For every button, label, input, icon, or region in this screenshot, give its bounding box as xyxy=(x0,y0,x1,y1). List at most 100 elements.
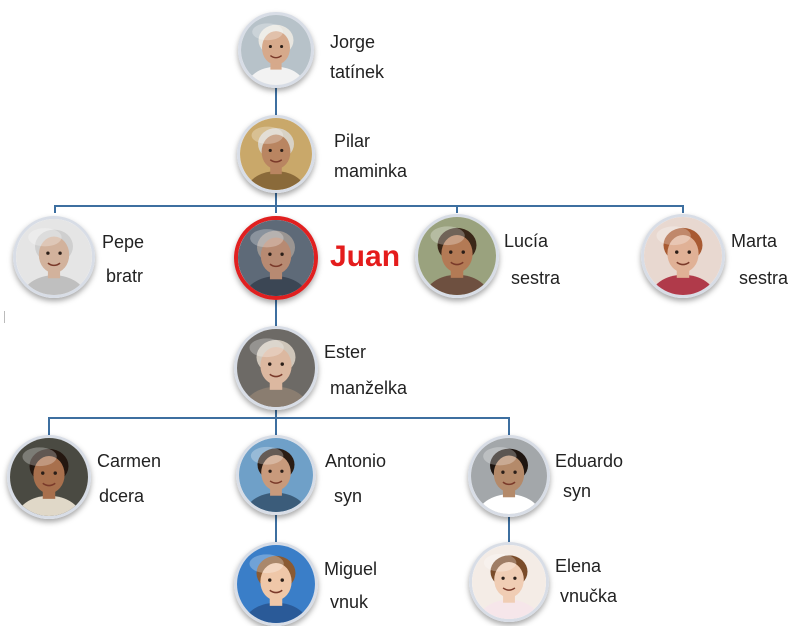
name-elena: Elena xyxy=(555,556,602,576)
portrait-shoulders xyxy=(244,276,308,296)
portrait-mouth xyxy=(269,55,283,59)
relation-ester: manželka xyxy=(330,378,408,398)
children-bar xyxy=(48,417,510,419)
tick-marta xyxy=(682,205,684,213)
portrait-pepe xyxy=(16,219,92,295)
portrait-gloss xyxy=(656,226,691,246)
relation-jorge: tatínek xyxy=(330,62,385,82)
photo-pepe xyxy=(13,216,95,298)
portrait-left-eye xyxy=(501,470,505,474)
portrait-marta xyxy=(644,217,722,295)
portrait-right-eye xyxy=(280,252,284,256)
portrait-face xyxy=(260,237,292,274)
portrait-antonio xyxy=(239,438,313,512)
portrait-mouth xyxy=(269,589,283,594)
portrait-ester xyxy=(237,329,315,407)
portrait-shoulders xyxy=(243,602,309,623)
photo-ester xyxy=(234,326,318,410)
portrait-right-eye xyxy=(280,469,284,473)
portrait-left-eye xyxy=(46,251,50,255)
portrait-face xyxy=(667,234,699,273)
relation-elena: vnučka xyxy=(560,586,618,606)
portrait-shoulders xyxy=(246,171,306,190)
portrait-left-eye xyxy=(268,469,272,473)
connector-pilar-siblings xyxy=(275,190,277,206)
portrait-face xyxy=(260,562,292,601)
relation-carmen: dcera xyxy=(99,486,145,506)
name-pepe: Pepe xyxy=(102,232,145,252)
portrait-gloss xyxy=(250,446,284,465)
photo-elena xyxy=(469,542,549,622)
portrait-shoulders xyxy=(16,495,82,516)
portrait-mouth xyxy=(269,373,283,378)
name-jorge: Jorge xyxy=(330,32,376,52)
photo-carmen xyxy=(7,435,91,519)
portrait-left-eye xyxy=(268,362,272,366)
connector-jorge-pilar xyxy=(275,86,277,116)
portrait-miguel xyxy=(237,545,315,623)
portrait-left-eye xyxy=(501,576,505,580)
portrait-shoulders xyxy=(246,66,306,85)
portrait-gloss xyxy=(252,23,283,41)
name-marta: Marta xyxy=(731,231,778,251)
portrait-gloss xyxy=(483,553,517,572)
photo-marta xyxy=(641,214,725,298)
tick-juan xyxy=(275,205,277,213)
portrait-face xyxy=(33,455,65,494)
name-carmen: Carmen xyxy=(97,451,162,471)
portrait-face xyxy=(261,134,291,170)
portrait-left-eye xyxy=(268,252,272,256)
portrait-shoulders xyxy=(424,274,490,295)
portrait-mouth xyxy=(450,261,464,266)
portrait-face xyxy=(262,31,290,65)
portrait-right-eye xyxy=(53,471,57,475)
portrait-juan xyxy=(238,220,314,296)
portrait-right-eye xyxy=(513,576,517,580)
portrait-mouth xyxy=(269,480,283,484)
portrait-right-eye xyxy=(280,148,284,152)
portrait-eduardo xyxy=(471,438,547,514)
tick-carmen xyxy=(48,417,50,435)
tick-lucia xyxy=(456,205,458,213)
relation-pepe: bratr xyxy=(106,266,144,286)
portrait-shoulders xyxy=(477,494,541,514)
name-lucia: Lucía xyxy=(504,231,549,251)
portrait-gloss xyxy=(483,447,517,466)
portrait-mouth xyxy=(269,263,283,268)
portrait-left-eye xyxy=(268,148,272,152)
portrait-left-eye xyxy=(268,578,272,582)
relation-eduardo: syn xyxy=(563,481,592,501)
portrait-left-eye xyxy=(268,44,272,49)
main-person-name: Juan xyxy=(330,240,401,273)
relation-miguel: vnuk xyxy=(330,592,369,612)
relation-antonio: syn xyxy=(334,486,363,506)
connector-antonio-miguel xyxy=(275,512,277,546)
relation-marta: sestra xyxy=(739,268,788,288)
portrait-gloss xyxy=(251,126,284,144)
photo-lucia xyxy=(415,214,499,298)
portrait-gloss xyxy=(28,228,62,247)
relation-lucia: sestra xyxy=(511,268,561,288)
name-eduardo: Eduardo xyxy=(555,451,624,471)
portrait-mouth xyxy=(676,261,690,266)
tick-pepe xyxy=(54,205,56,213)
portrait-right-eye xyxy=(280,44,284,49)
portrait-shoulders xyxy=(245,492,307,512)
edge-mark xyxy=(4,311,5,323)
portrait-gloss xyxy=(249,338,284,358)
portrait-right-eye xyxy=(280,578,284,582)
portrait-lucia xyxy=(418,217,496,295)
portrait-mouth xyxy=(42,482,56,487)
portrait-right-eye xyxy=(461,250,465,254)
portrait-face xyxy=(260,346,292,385)
portrait-jorge xyxy=(241,15,311,85)
name-pilar: Pilar xyxy=(334,131,371,151)
photo-juan xyxy=(234,216,318,300)
photo-eduardo xyxy=(468,435,550,517)
portrait-face xyxy=(441,234,473,273)
portrait-right-eye xyxy=(513,470,517,474)
name-miguel: Miguel xyxy=(324,559,378,579)
portrait-pilar xyxy=(240,118,312,190)
portrait-shoulders xyxy=(243,386,309,407)
